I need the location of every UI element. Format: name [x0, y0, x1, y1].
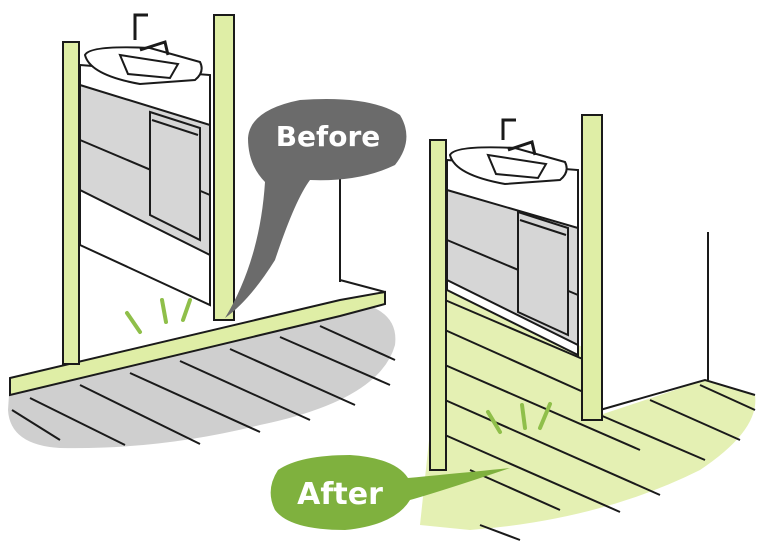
- before-baseboard: [9, 290, 386, 397]
- before-label: Before: [276, 120, 381, 153]
- after-scene: [420, 114, 756, 541]
- after-cabinet: [446, 118, 579, 357]
- before-floor-boards: [11, 325, 396, 446]
- after-bubble: After: [270, 455, 510, 530]
- before-cabinet: [79, 13, 211, 307]
- before-emphasis-marks: [125, 298, 192, 334]
- before-post-right: [213, 14, 235, 321]
- after-post-right: [581, 114, 603, 421]
- after-emphasis-marks: [486, 402, 552, 434]
- before-scene: [8, 13, 396, 449]
- before-bubble: Before: [225, 99, 407, 318]
- after-post-left: [429, 139, 447, 471]
- before-post-left: [62, 41, 80, 365]
- before-floor: [8, 300, 396, 449]
- after-label: After: [297, 477, 383, 512]
- after-floor-boards: [444, 299, 756, 541]
